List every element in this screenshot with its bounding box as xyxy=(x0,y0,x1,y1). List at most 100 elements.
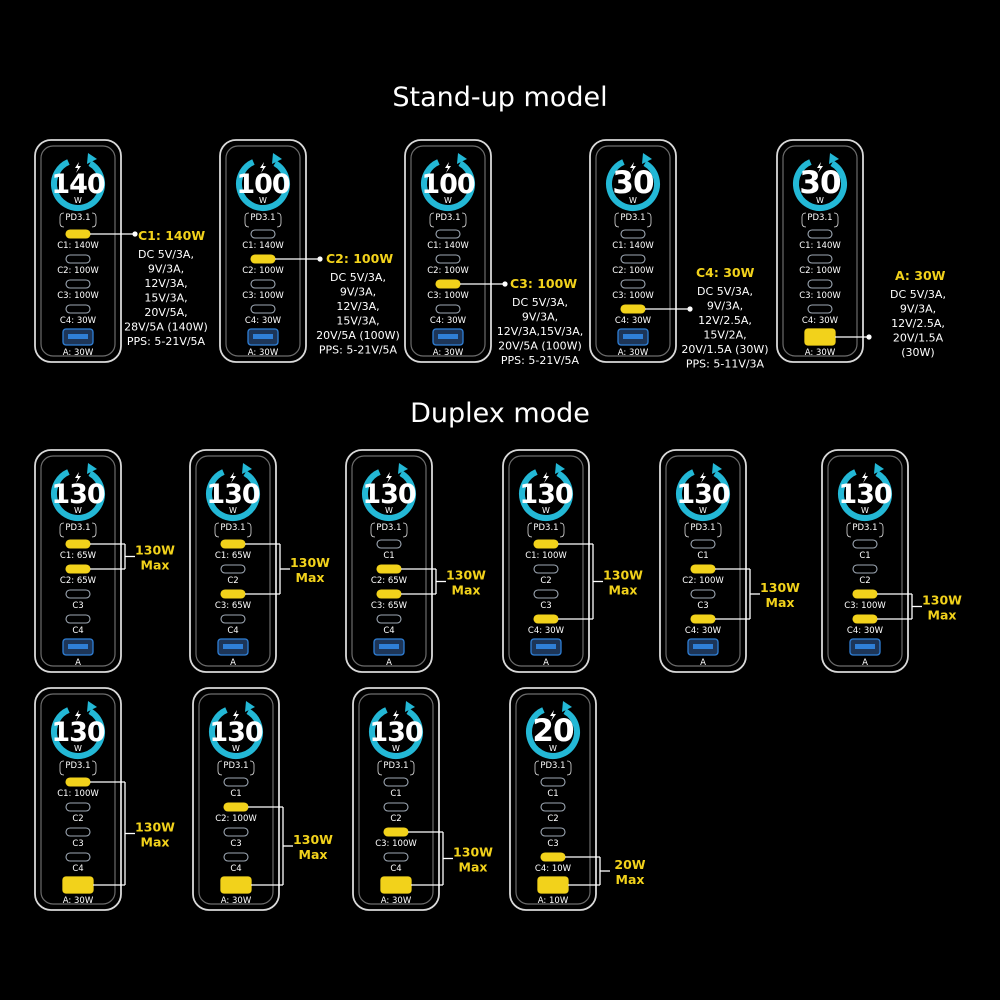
usb-a-tongue xyxy=(855,644,875,649)
port-label: C2: 100W xyxy=(427,266,469,276)
pd-bracket-right xyxy=(566,760,572,776)
port-label: C3 xyxy=(72,601,83,611)
pd-bracket-right xyxy=(249,760,255,776)
callout-title: C1: 140W xyxy=(138,228,205,243)
usb-c-port-icon xyxy=(435,279,461,289)
usb-c-port-icon xyxy=(65,279,91,289)
pd-bracket-left xyxy=(527,522,533,538)
usb-c-port-icon xyxy=(65,614,91,624)
usb-c-port-icon xyxy=(620,254,646,264)
pd-bracket-right xyxy=(409,760,415,776)
pd-bracket-left xyxy=(846,522,852,538)
watt-number: 100 xyxy=(236,169,290,200)
pd-badge: PD3.1 xyxy=(65,213,90,223)
usb-a-port-icon xyxy=(537,876,569,894)
port-label: C2: 65W xyxy=(371,576,408,586)
port-label: C2: 65W xyxy=(60,576,97,586)
device-inner-outline xyxy=(198,693,274,905)
pd-bracket-left xyxy=(59,760,65,776)
port-label: C1: 140W xyxy=(427,241,469,251)
lightning-bolt-icon xyxy=(862,472,868,483)
usb-c-port-icon xyxy=(220,589,246,599)
callout-title: C4: 30W xyxy=(696,265,755,280)
callout-dot xyxy=(502,281,508,287)
max-watt-label: 20W xyxy=(614,857,645,872)
usb-c-port-icon xyxy=(383,777,409,787)
callout-spec-line: 9V/3A, xyxy=(707,300,743,313)
callout-title: A: 30W xyxy=(895,268,946,283)
max-text-label: Max xyxy=(609,583,638,598)
device-inner-outline xyxy=(351,455,427,667)
usb-c-port-icon xyxy=(807,254,833,264)
circular-arrow-icon xyxy=(793,157,847,211)
usb-c-port-icon xyxy=(540,827,566,837)
ring-arrowhead-icon xyxy=(874,463,884,474)
callout-spec-line: 20V/5A (100W) xyxy=(316,329,400,342)
callout-spec-line: PPS: 5-11V/3A xyxy=(686,358,765,371)
port-label: C2: 100W xyxy=(57,266,99,276)
ring-arrowhead-icon xyxy=(272,153,282,164)
usb-c-port-icon xyxy=(220,564,246,574)
pd-bracket-left xyxy=(217,760,223,776)
device-inner-outline xyxy=(195,455,271,667)
port-label: C1 xyxy=(547,789,558,799)
watt-number: 130 xyxy=(519,479,573,510)
pd-bracket-left xyxy=(377,760,383,776)
port-label: A: 30W xyxy=(381,896,412,906)
port-label: C3: 65W xyxy=(371,601,408,611)
port-label: A: 30W xyxy=(618,348,649,358)
callout-spec-line: DC 5V/3A, xyxy=(697,285,753,298)
callout-spec-line: 20V/1.5A xyxy=(893,332,944,345)
usb-a-port-icon xyxy=(804,328,836,346)
usb-c-port-icon xyxy=(690,564,716,574)
port-label: C1: 65W xyxy=(60,551,97,561)
usb-c-port-icon xyxy=(65,304,91,314)
watt-unit: W xyxy=(74,506,82,515)
lightning-bolt-icon xyxy=(230,472,236,483)
usb-a-tongue xyxy=(223,644,243,649)
port-label: C3: 100W xyxy=(844,601,886,611)
usb-c-port-icon xyxy=(533,539,559,549)
pd-bracket-left xyxy=(429,212,435,228)
callout-spec-line: 9V/3A, xyxy=(522,311,558,324)
pd-bracket-left xyxy=(244,212,250,228)
standup-section-title: Stand-up model xyxy=(392,82,608,113)
callout-spec-line: 12V/2.5A, xyxy=(698,314,752,327)
usb-c-port-icon xyxy=(620,304,646,314)
max-watt-label: 130W xyxy=(135,820,175,835)
usb-c-port-icon xyxy=(852,589,878,599)
pd-bracket-right xyxy=(878,522,884,538)
usb-c-port-icon xyxy=(223,802,249,812)
circular-arrow-icon xyxy=(236,157,290,211)
callout-dot xyxy=(866,334,872,340)
usb-a-tongue xyxy=(623,334,643,339)
watt-unit: W xyxy=(444,196,452,205)
callout-dot xyxy=(687,306,693,312)
pd-bracket-right xyxy=(246,522,252,538)
max-text-label: Max xyxy=(766,595,795,610)
usb-c-port-icon xyxy=(620,229,646,239)
usb-c-port-icon xyxy=(690,589,716,599)
circular-arrow-icon xyxy=(838,467,892,521)
pd-badge: PD3.1 xyxy=(807,213,832,223)
port-label: C4: 30W xyxy=(430,316,467,326)
usb-c-port-icon xyxy=(376,589,402,599)
ring-arrowhead-icon xyxy=(457,153,467,164)
ring-arrowhead-icon xyxy=(398,463,408,474)
watt-number: 130 xyxy=(51,717,105,748)
max-text-label: Max xyxy=(141,558,170,573)
watt-number: 130 xyxy=(676,479,730,510)
usb-c-port-icon xyxy=(220,539,246,549)
pd-badge: PD3.1 xyxy=(383,761,408,771)
usb-c-port-icon xyxy=(435,229,461,239)
port-label: C4: 10W xyxy=(535,864,572,874)
usb-c-port-icon xyxy=(223,852,249,862)
usb-c-port-icon xyxy=(220,614,246,624)
usb-c-port-icon xyxy=(250,279,276,289)
usb-c-port-icon xyxy=(852,564,878,574)
pd-bracket-left xyxy=(59,522,65,538)
watt-number: 100 xyxy=(421,169,475,200)
